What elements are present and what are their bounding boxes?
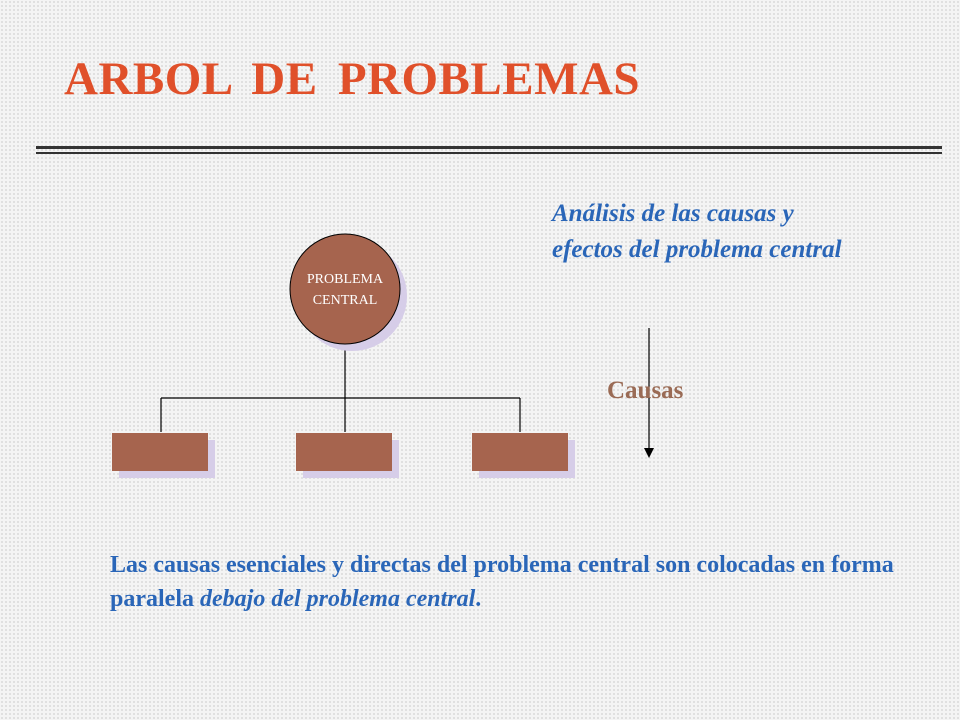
description-part-3: .: [475, 586, 482, 612]
title-divider-thin: [36, 152, 942, 154]
cause-box-3-rect: [472, 433, 568, 471]
description-part-1: Las causas esenciales y directas del pro…: [110, 552, 894, 612]
cause-box-3: [472, 433, 575, 478]
cause-box-1-rect: [112, 433, 208, 471]
cause-box-1: [112, 433, 215, 478]
subtitle: Análisis de las causas y efectos del pro…: [552, 196, 952, 268]
description-text: Las causas esenciales y directas del pro…: [110, 548, 910, 616]
page-title: ARBOL DE PROBLEMAS: [64, 53, 641, 105]
central-node-label-2: CENTRAL: [313, 293, 378, 308]
subtitle-line-2: efectos del problema central: [552, 236, 842, 263]
central-problem-node: PROBLEMA CENTRAL: [289, 233, 407, 351]
title-divider: [36, 146, 942, 149]
central-node-circle: [289, 233, 401, 345]
cause-box-2-rect: [296, 433, 392, 471]
causes-label: Causas: [607, 377, 684, 404]
description-part-2: debajo del problema central: [200, 586, 476, 612]
cause-box-2: [296, 433, 399, 478]
subtitle-line-1: Análisis de las causas y: [552, 200, 794, 227]
causes-arrow: [644, 328, 654, 458]
causes-arrow-head: [644, 448, 654, 458]
central-node-label-1: PROBLEMA: [307, 272, 384, 287]
